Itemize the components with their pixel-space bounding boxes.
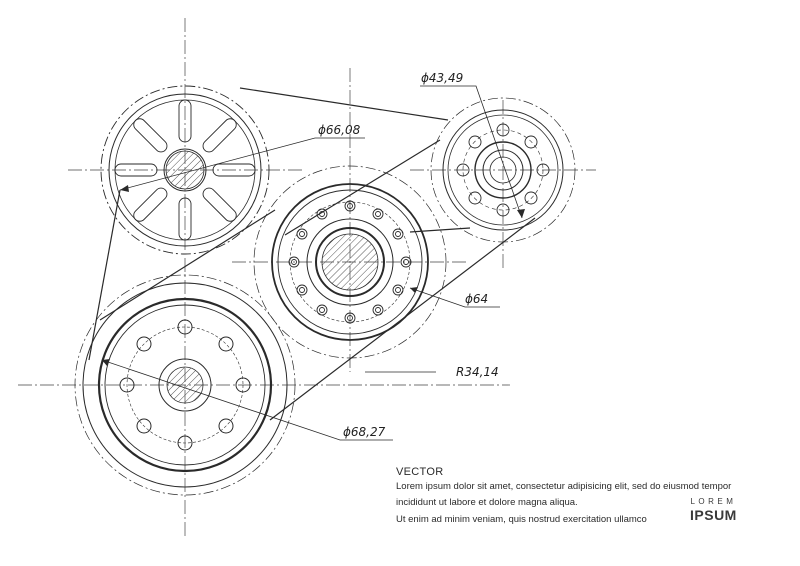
- centerlines: [18, 18, 596, 538]
- logo: LOREM IPSUM: [690, 497, 737, 523]
- caption-title: VECTOR: [396, 466, 444, 478]
- dimension-leaders: [101, 85, 523, 441]
- dim-top-pulley: ϕ43,49: [421, 71, 463, 85]
- caption-line-2: incididunt ut labore et dolore magna ali…: [396, 497, 578, 508]
- dim-radius: R34,14: [456, 365, 499, 379]
- logo-top-text: LOREM: [690, 497, 737, 506]
- dim-middle-pulley: ϕ64: [465, 292, 488, 306]
- logo-bottom-text: IPSUM: [690, 507, 737, 523]
- caption-line-3: Ut enim ad minim veniam, quis nostrud ex…: [396, 514, 647, 525]
- caption-line-1: Lorem ipsum dolor sit amet, consectetur …: [396, 481, 732, 492]
- dim-bottom-pulley: ϕ68,27: [343, 425, 386, 439]
- large-pulley: [74, 274, 296, 496]
- spoked-pulley: [100, 85, 270, 255]
- dim-left-pulley: ϕ66,08: [318, 123, 361, 137]
- small-pulley: [430, 97, 576, 243]
- middle-pulley: [253, 165, 447, 359]
